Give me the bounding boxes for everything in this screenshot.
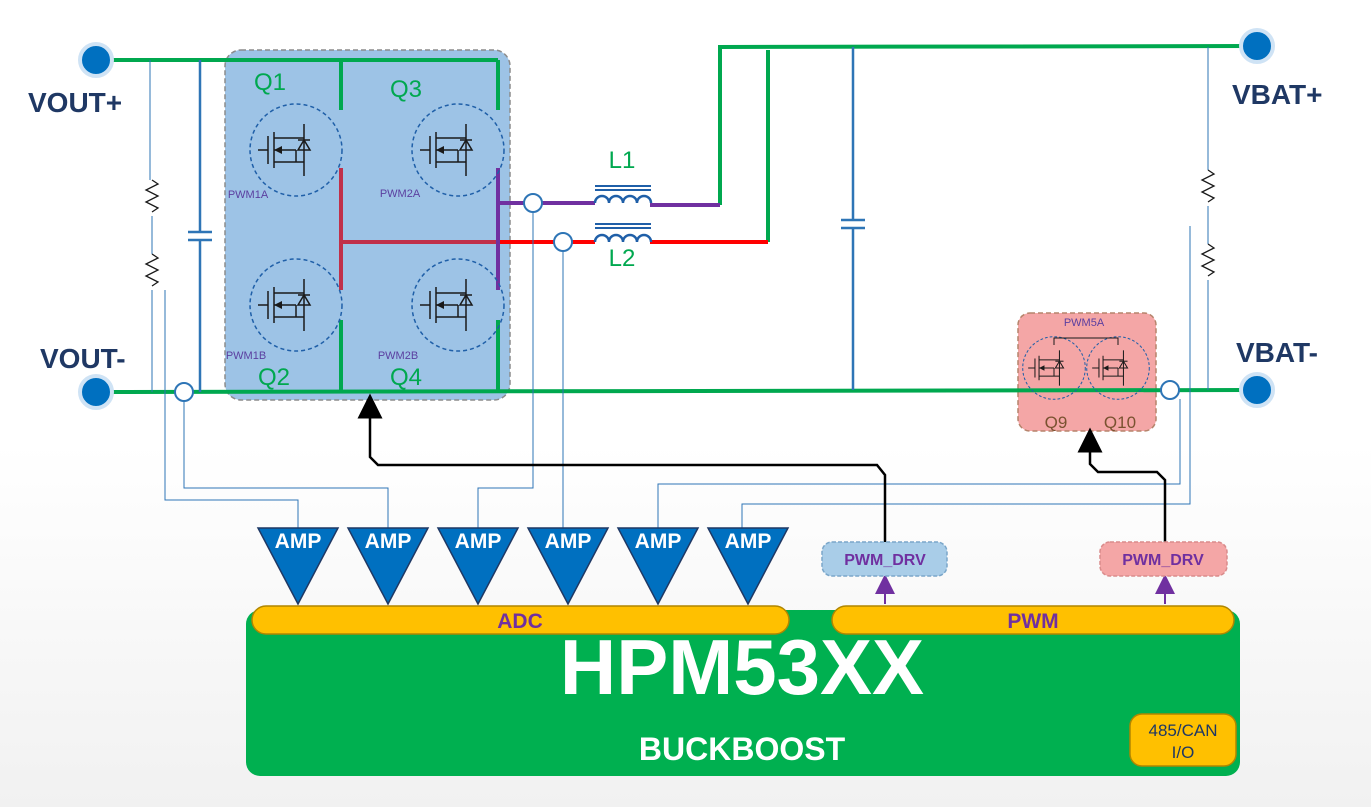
amplifier-6: AMP [706,527,790,606]
pwm2a-label: PWM2A [380,188,421,200]
io-block [1129,713,1237,767]
vbat-pos-rail [718,44,1251,205]
l1-label: L1 [609,147,636,174]
pwm-driver-right: PWM_DRV [1099,541,1228,577]
svg-text:AMP: AMP [635,530,682,553]
pwm-driver-left: PWM_DRV [821,541,948,577]
adc-bus [251,605,790,635]
terminal-vbat-neg [1239,372,1275,408]
svg-text:AMP: AMP [455,530,502,553]
amplifier-1: AMP [256,527,340,606]
protection-box [1017,312,1157,432]
pwm-bus [831,605,1235,635]
pwm-label: PWM [1007,610,1058,633]
l2-label: L2 [609,245,636,272]
amplifier-3: AMP [436,527,520,606]
amplifier-4: AMP [526,527,610,606]
q4-label: Q4 [390,364,422,391]
vout-pos-label: VOUT+ [28,87,122,118]
svg-text:AMP: AMP [545,530,592,553]
vbat-pos-label: VBAT+ [1232,79,1323,110]
pwm5a-label: PWM5A [1064,317,1105,329]
q3-label: Q3 [390,76,422,103]
chip-subtitle: BUCKBOOST [639,731,846,767]
adc-label: ADC [497,610,543,633]
pwm1a-label: PWM1A [228,189,269,201]
q2-label: Q2 [258,364,290,391]
svg-text:PWM_DRV: PWM_DRV [1122,552,1204,569]
svg-text:PWM_DRV: PWM_DRV [844,552,926,569]
svg-text:AMP: AMP [725,530,772,553]
q9-label: Q9 [1045,413,1068,432]
io-line2: I/O [1172,743,1195,762]
h-bridge-box [224,49,511,401]
vbat-neg-label: VBAT- [1236,337,1318,368]
inductor-l2 [593,223,653,243]
terminal-vout-neg [78,374,114,410]
pwm2b-label: PWM2B [378,350,418,362]
q1-label: Q1 [254,69,286,96]
terminal-vbat-pos [1239,28,1275,64]
io-line1: 485/CAN [1149,721,1218,740]
svg-text:AMP: AMP [275,530,322,553]
vout-neg-label: VOUT- [40,343,126,374]
terminal-vout-pos [78,42,114,78]
hpm53xx-chip [246,610,1240,776]
svg-text:AMP: AMP [365,530,412,553]
inductor-l1 [593,185,653,204]
q10-label: Q10 [1104,413,1136,432]
amplifier-5: AMP [616,527,700,606]
negative-rail [109,388,1251,394]
amplifier-2: AMP [346,527,430,606]
pwm1b-label: PWM1B [226,350,266,362]
chip-name: HPM53XX [560,623,924,711]
